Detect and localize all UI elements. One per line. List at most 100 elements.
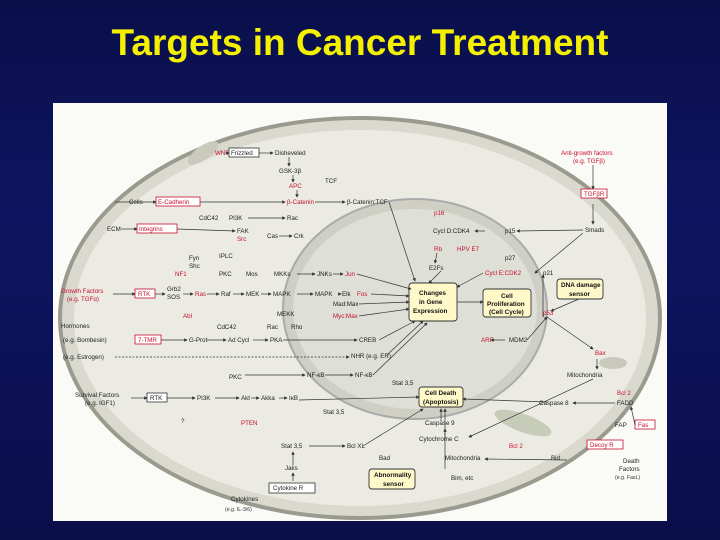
node-hormones: Hormones [61,323,90,330]
node-wnt: WNT [215,150,229,157]
node-smads: Smads [585,227,604,234]
node-nfkb-1: NF-κB [307,372,325,379]
node-stat35-top: Stat 3,5 [392,380,414,387]
cytokine-r-box [268,482,316,494]
node-survival-factors: Survival Factors [75,392,119,399]
node-survival-factors-eg: (e.g. IGF1) [85,400,115,407]
node-pka: PKA [270,337,283,344]
node-tgfbr: TGFβR [584,191,605,198]
node-integrins: Integrins [139,226,163,233]
pathway-svg: WNT Frizzled Disheveled GSK-3β APC TCF C… [58,116,662,520]
node-fap: FAP [615,422,627,429]
node-p27: p27 [505,255,516,262]
node-apc: APC [289,183,302,190]
node-dna-2: sensor [569,291,590,298]
node-mapk-2: MAPK [315,291,333,298]
node-bim: Bim, etc [451,475,473,482]
node-myc-max: Myc:Max [333,313,359,320]
node-fos: Fos [357,291,367,298]
node-fyn: Fyn [189,255,200,262]
node-pten: PTEN [241,420,258,427]
node-rtk-bottom: RTK [150,395,163,402]
node-abnorm-1: Abnormality [374,472,412,479]
node-abnorm-2: sensor [383,481,404,488]
node-death-1: Cell Death [425,390,456,397]
node-estrogen: (e.g. Estrogen) [63,354,104,361]
node-gprot: G-Prot [189,337,208,344]
node-bcl-xl: Bcl XL [347,443,365,450]
node-jnks: JNKs [317,271,332,278]
node-caspase8: Caspase 8 [539,400,569,407]
node-creb: CREB [359,337,376,344]
node-mek: MEK [246,291,260,298]
node-mitochondria-right: Mitochondria [567,372,603,379]
node-stat35-mid: Stat 3,5 [323,409,345,416]
mitochondrion-shape [187,141,219,165]
node-mdm2: MDM2 [509,337,528,344]
node-cdc42-mid: CdC42 [217,324,237,331]
node-decoy-r: Decoy R [590,442,614,449]
connector-arrows [113,151,636,481]
node-growth-factors: Growth Factors [61,288,103,295]
node-frizzled: Frizzled [231,150,253,157]
node-rtk-top: RTK [138,291,151,298]
abnormality-sensor-box [368,468,416,490]
node-anti-growth: Anti-growth factors [561,150,613,157]
node-cas: Cas [267,233,278,240]
node-akka: Akka [261,395,275,402]
node-growth-factors-eg: (e.g. TGFα) [67,296,99,303]
node-src: Src [237,236,246,243]
node-bad: Bad [379,455,391,462]
decoy-r-box [586,439,624,450]
node-nfkb-2: NF-κB [355,372,373,379]
node-pkc-top: PKC [219,271,232,278]
node-p15: p15 [505,228,516,235]
node-shc: Shc [189,263,200,270]
node-death-2: (Apoptosis) [423,399,459,406]
node-hormones-eg: (e.g. Bombesin) [63,337,107,344]
node-mad-max: Mad:Max [333,301,359,308]
node-caspase9: Caspase 9 [425,420,455,427]
node-mapk-1: MAPK [273,291,291,298]
node-dna-1: DNA damage [561,282,601,289]
node-prolif-2: Proliferation [487,301,525,308]
node-disheveled: Disheveled [275,150,306,157]
node-b-catenin: β-Catenin [287,199,315,206]
node-prolif-3: (Cell Cycle) [489,309,524,316]
node-bcl2-right: Bcl 2 [617,390,631,397]
node-pi3k-top: PI3K [229,215,243,222]
node-nhr: NHR (e.g. ER) [351,353,391,360]
node-ras: Ras [195,291,206,298]
node-rb: Rb [434,246,442,253]
node-crk: Crk [294,233,305,240]
node-mitochondria-bottom: Mitochondria [445,455,481,462]
node-nf1: NF1 [175,271,187,278]
seven-tmr-box [134,334,162,345]
node-cycl-e-cdk2: Cycl E:CDK2 [485,270,522,277]
node-e-cadherin: E-Cadherin [158,199,190,206]
node-death-factors-1: Death [623,458,640,465]
node-cycl-d-cdk4: Cycl D:CDK4 [433,228,470,235]
node-e2fs: E2Fs [429,265,443,272]
node-seven-tmr: 7-TMR [138,337,157,344]
node-fas: Fas [638,422,648,429]
node-abl: Abl [183,313,192,320]
node-cytokine-r: Cytokine R [273,485,304,492]
node-mekk: MEKK [277,311,295,318]
node-stat35-bottom: Stat 3,5 [281,443,303,450]
node-cytochrome-c: Cytochrome C [419,436,459,443]
node-hpv-e7: HPV E7 [457,246,480,253]
node-jun: Jun [345,271,356,278]
node-jaks: Jaks [285,465,298,472]
node-rac-mid: Rac [267,324,278,331]
node-pkc-bottom: PKC [229,374,242,381]
node-bcl2-bottom: Bcl 2 [509,443,523,450]
node-bax: Bax [595,350,607,357]
node-p16: p16 [434,210,445,217]
node-fadd: FADD [617,400,634,407]
node-cytokines-eg: (e.g. IL-3/6) [225,507,252,513]
node-b-catenin-tcf: β-Catenin:TCF [347,199,388,206]
dna-damage-box [556,278,604,300]
node-sos: SOS [167,294,180,301]
node-cells: Cells [129,199,143,206]
